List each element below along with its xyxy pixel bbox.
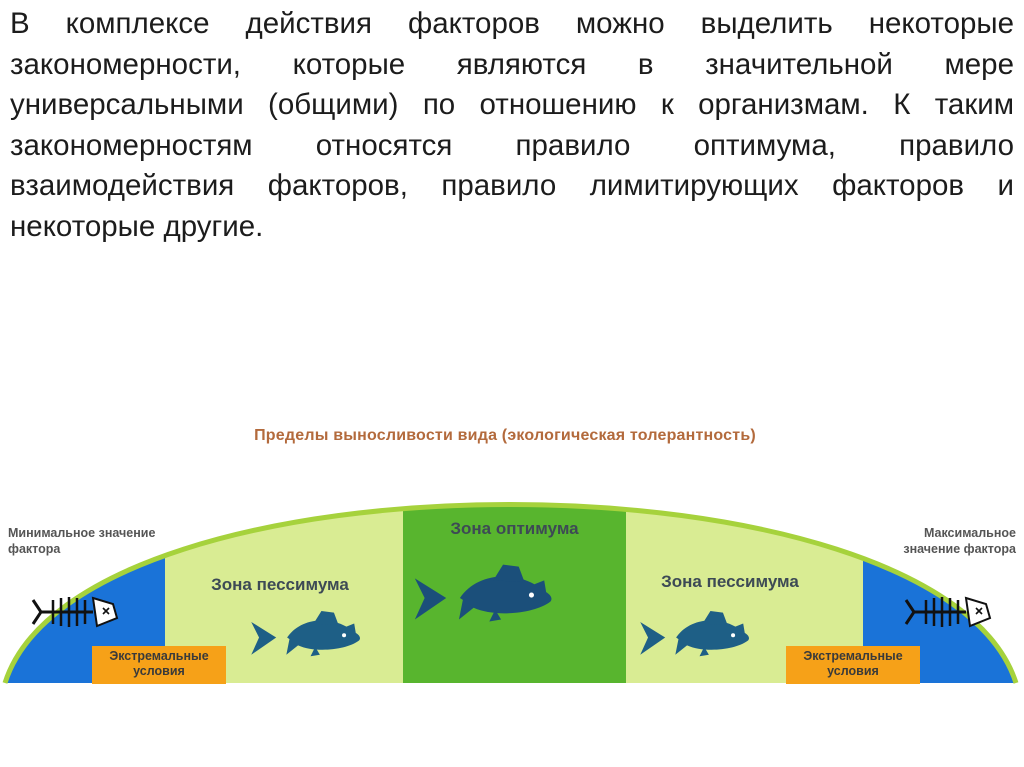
diagram-title: Пределы выносливости вида (экологическая… — [254, 427, 756, 444]
tolerance-arc — [2, 502, 1019, 684]
dead-fish-icon — [31, 596, 119, 628]
dead-fish-icon — [904, 596, 992, 628]
optimum-zone-label: Зона оптимума — [450, 519, 579, 538]
pessimum-zone-right-label: Зона пессимума — [661, 572, 799, 591]
optimum-zone-fill — [403, 504, 626, 683]
intro-paragraph: В комплексе действия факторов можно выде… — [10, 7, 1014, 243]
pessimum-zone-left-label: Зона пессимума — [211, 575, 349, 594]
min-factor-label: Минимальное значение фактора — [8, 526, 156, 556]
tolerance-diagram: Пределы выносливости вида (экологическая… — [0, 400, 1024, 700]
extreme-conditions-right-label: Экстремальные условия — [786, 646, 920, 684]
extreme-conditions-left-label: Экстремальные условия — [92, 646, 226, 684]
max-factor-label: Максимальное значение фактора — [903, 526, 1016, 556]
